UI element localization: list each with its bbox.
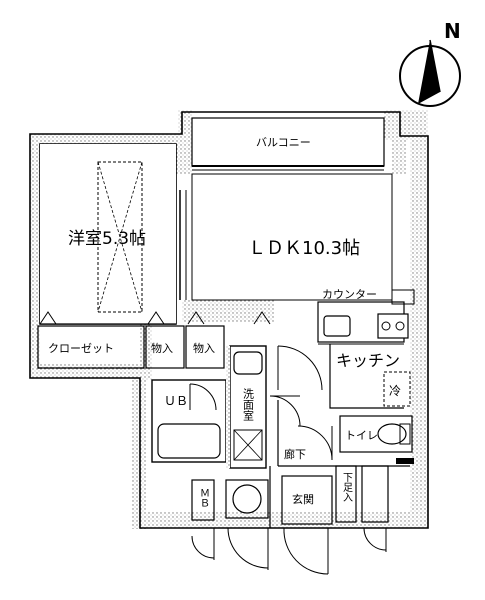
western-room xyxy=(39,144,271,325)
lower-fixtures xyxy=(191,400,410,528)
north-compass: N xyxy=(399,19,461,107)
label-western-room: 洋室5.3帖 xyxy=(68,229,146,249)
compass-label: N xyxy=(444,19,461,43)
label-hallway: 廊下 xyxy=(284,447,306,461)
room-labels: 洋室5.3帖 ＬＤＫ10.3帖 バルコニー カウンター キッチン 冷 クローゼッ… xyxy=(48,136,401,508)
label-washroom: 洗面室 xyxy=(242,388,255,421)
label-toilet: トイレ xyxy=(345,429,378,442)
outer-walls xyxy=(30,110,428,529)
label-counter: カウンター xyxy=(322,288,377,301)
kitchen xyxy=(317,289,415,409)
label-unit-bath: ＵＢ xyxy=(164,394,188,408)
label-entrance: 玄関 xyxy=(292,492,314,506)
toilet xyxy=(339,415,414,464)
label-ldk: ＬＤＫ10.3帖 xyxy=(248,238,360,259)
label-balcony: バルコニー xyxy=(256,136,311,149)
door-swings xyxy=(191,345,387,575)
label-meter-box: ＭＢ xyxy=(198,488,209,508)
label-closet: クローゼット xyxy=(48,342,114,355)
bath-block xyxy=(151,345,267,469)
north-arrow-icon xyxy=(418,40,440,104)
label-storage-left: 物入 xyxy=(151,341,173,355)
label-fridge: 冷 xyxy=(389,384,401,398)
closet-row xyxy=(37,325,225,369)
label-storage-right: 物入 xyxy=(193,341,215,355)
balcony xyxy=(191,117,385,171)
label-shoe-cabinet: 下足入 xyxy=(341,472,353,502)
label-kitchen: キッチン xyxy=(336,351,400,370)
